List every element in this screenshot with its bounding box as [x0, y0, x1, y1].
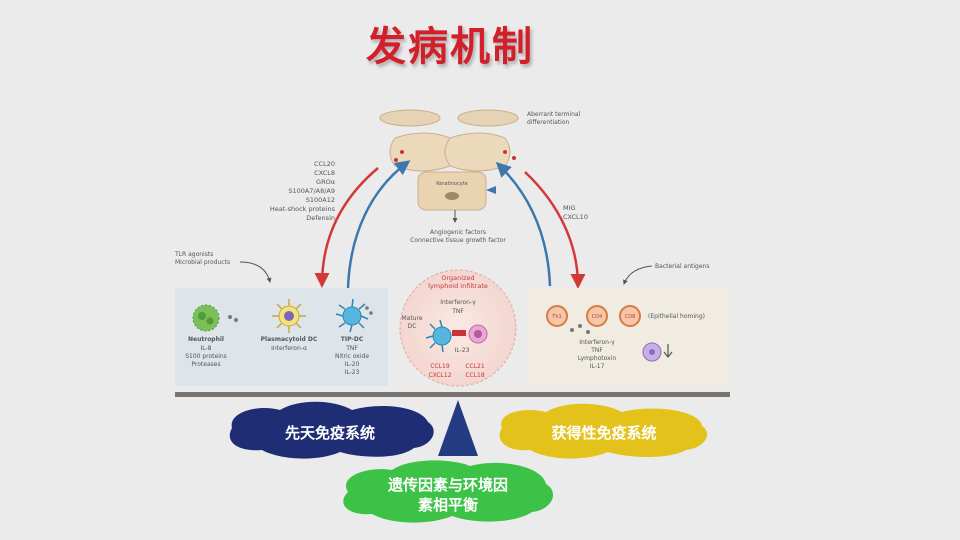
- mediator-6: Defensin: [306, 214, 335, 222]
- center-cytokine-1: TNF: [451, 308, 464, 315]
- red-arrow-left: [314, 167, 379, 288]
- cd4-label: CD4: [592, 314, 603, 320]
- red-arrow-right: [524, 171, 586, 289]
- cd8-label: CD8: [625, 314, 636, 320]
- receptor-icon: [486, 186, 496, 194]
- neutrophil-icon: [192, 304, 220, 332]
- mediator-mig: MIG: [563, 204, 576, 212]
- aberrant-label-2: differentiation: [527, 119, 570, 126]
- treg-cell-icon: [642, 342, 662, 362]
- innate-blob: 先天免疫系统: [229, 401, 434, 459]
- mediator-0: CCL20: [314, 160, 335, 168]
- t-cell-icon: [468, 324, 488, 344]
- aberrant-label-1: Aberrant terminal: [527, 111, 581, 118]
- adaptive-blob: 获得性免疫系统: [499, 403, 708, 459]
- center-cytokine-0: Interferon-γ: [440, 299, 476, 306]
- mediator-3: S100A7/A8/A9: [288, 187, 335, 195]
- adaptive-panel: Th1 CD4 CD8 (Epithelial homing) Interfer…: [528, 288, 728, 386]
- keratinocyte-cell: [417, 171, 487, 211]
- cd4-cell-icon: CD4: [586, 305, 608, 327]
- il23-label: IL-23: [455, 347, 470, 354]
- keratinocyte-label: Keratinocyte: [436, 181, 468, 187]
- lymphoid-panel: Organized lymphoid infiltrate Interferon…: [399, 269, 517, 387]
- chemokine-left-0: CCL19: [430, 363, 450, 370]
- bacterial-label: Bacterial antigens: [655, 263, 709, 270]
- homing-label: (Epithelial homing): [648, 313, 705, 320]
- mediator-5: Heat-shock proteins: [270, 205, 336, 213]
- left-mediators: CCL20 CXCL8 GROα S100A7/A8/A9 S100A12 He…: [270, 160, 336, 222]
- innate-blob-label: 先天免疫系统: [285, 424, 375, 442]
- factors-label-2: Connective tissue growth factor: [410, 237, 506, 244]
- bacterial-arrow: [623, 265, 653, 285]
- mature-label-2: DC: [408, 323, 417, 330]
- innate-panel: Neutrophil IL-8 S100 proteins Proteases …: [175, 288, 388, 386]
- mediator-cxcl10: CXCL10: [563, 213, 588, 221]
- pdc-icon: [272, 299, 306, 333]
- tipdc-line-2: IL-20: [345, 361, 360, 368]
- th1-cell-icon: Th1: [546, 305, 568, 327]
- mediator-4: S100A12: [306, 196, 335, 204]
- tlr-arrow: [239, 261, 272, 283]
- tlr-label-1: TLR agonists: [174, 251, 213, 258]
- mediator-2: GROα: [316, 178, 335, 186]
- tlr-label-2: Microbial products: [175, 259, 230, 266]
- mediator-1: CXCL8: [314, 169, 335, 177]
- lymphoid-header-1: Organized: [441, 274, 474, 282]
- page-title: 发病机制: [366, 24, 534, 70]
- down-arrow-icon: [663, 344, 673, 358]
- neutrophil-name: Neutrophil: [188, 336, 224, 343]
- skin-cell-top-right: [457, 109, 519, 127]
- neutrophil-line-1: S100 proteins: [185, 353, 227, 360]
- tipdc-line-3: IL-23: [345, 369, 360, 376]
- factors-label-1: Angiogenic factors: [430, 229, 486, 236]
- chemokine-left-1: CXCL12: [428, 372, 451, 379]
- th1-label: Th1: [551, 314, 561, 320]
- blue-arrow-right: [495, 161, 552, 287]
- chemokine-right-0: CCL21: [465, 363, 485, 370]
- adaptive-line-3: IL-17: [590, 363, 605, 370]
- mature-label-1: Mature: [401, 315, 422, 322]
- tipdc-name: TIP-DC: [341, 336, 364, 343]
- adaptive-blob-label: 获得性免疫系统: [551, 424, 656, 442]
- neutrophil-line-0: IL-8: [201, 345, 212, 352]
- adaptive-line-2: Lymphotoxin: [578, 355, 617, 362]
- tipdc-line-0: TNF: [345, 345, 358, 352]
- cd8-cell-icon: CD8: [619, 305, 641, 327]
- balance-blob-label-1: 遗传因素与环境因: [387, 476, 508, 494]
- balance-blob: 遗传因素与环境因 素相平衡: [343, 460, 554, 523]
- tipdc-line-1: Nitric oxide: [335, 353, 369, 360]
- skin-cell-top-left: [379, 109, 441, 127]
- pdc-line-0: Interferon-α: [271, 345, 307, 352]
- right-mediators: MIG CXCL10: [563, 204, 588, 221]
- tipdc-icon: [335, 298, 373, 333]
- balance-beam: [175, 392, 730, 397]
- neutrophil-line-2: Proteases: [191, 361, 220, 368]
- adaptive-line-1: TNF: [590, 347, 603, 354]
- blue-arrow-left: [346, 160, 411, 289]
- mature-dc-icon: [425, 319, 452, 353]
- pdc-name: Plasmacytoid DC: [261, 336, 318, 343]
- balance-blob-label-2: 素相平衡: [418, 496, 478, 514]
- balance-triangle: [438, 400, 478, 456]
- lymphoid-header-2: lymphoid infiltrate: [428, 282, 488, 290]
- chemokine-right-1: CCL18: [465, 372, 485, 379]
- keratinocyte-layer: Keratinocyte Aberrant terminal different…: [379, 109, 581, 244]
- adaptive-line-0: Interferon-γ: [579, 339, 615, 346]
